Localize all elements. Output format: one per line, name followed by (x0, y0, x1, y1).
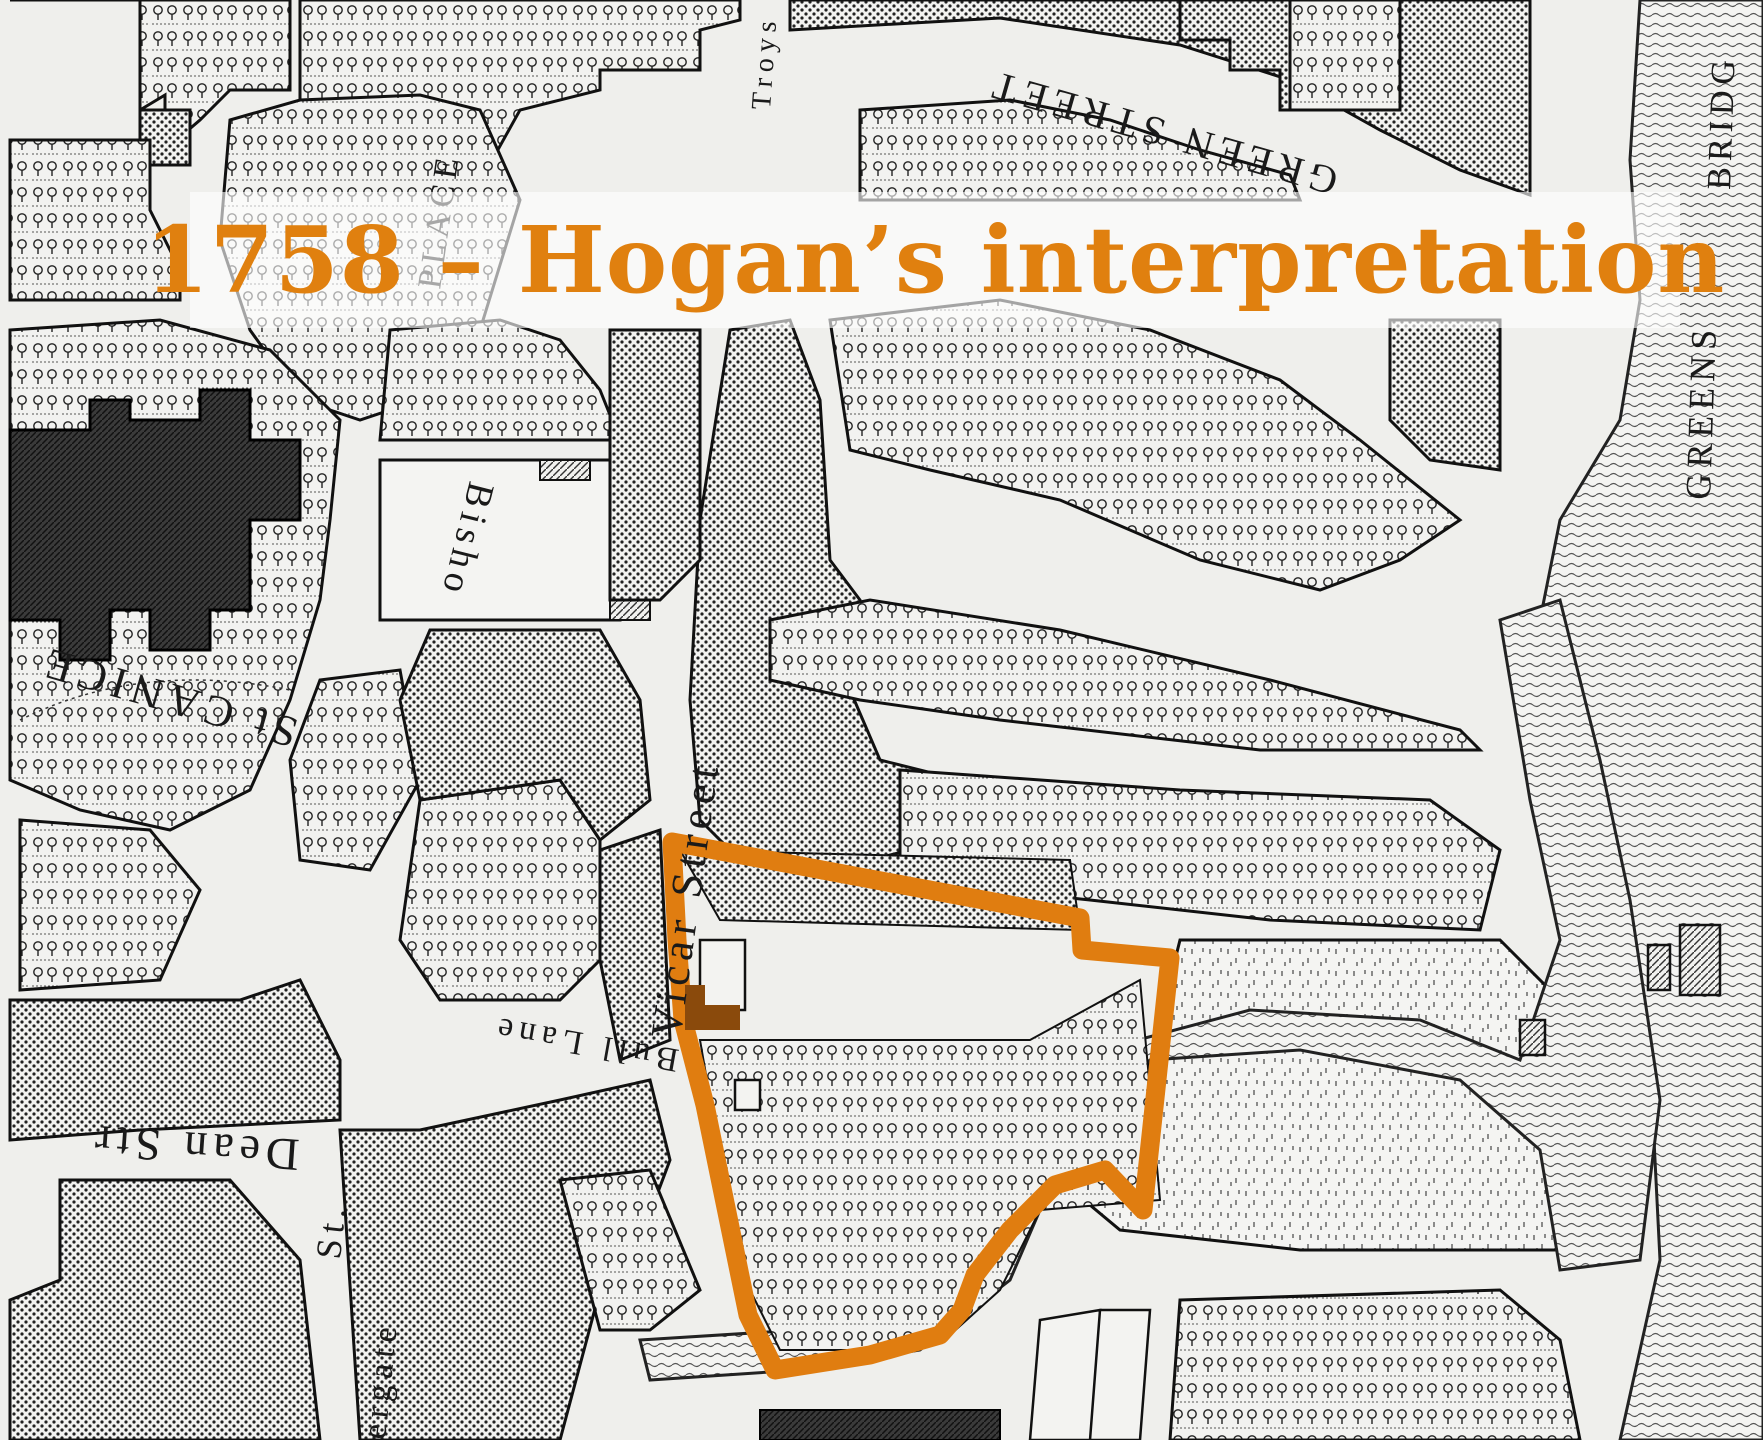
garden-block (398, 778, 602, 1002)
garden-block (1168, 1288, 1582, 1440)
building-block (608, 328, 702, 602)
building-outline (1028, 1308, 1152, 1440)
mill-building (1518, 1018, 1547, 1057)
garden-block (8, 138, 182, 302)
cathedral (8, 388, 302, 662)
palace-block (378, 458, 622, 622)
label-greens: GREENS (1678, 323, 1724, 500)
garden-block (1288, 0, 1402, 112)
building-block (598, 827, 672, 1063)
label-st: St. (308, 1200, 354, 1261)
garden-block (288, 668, 422, 872)
churchyard-path (19, 679, 291, 721)
building-block (398, 628, 652, 843)
hatched-building (759, 1409, 1001, 1440)
orchard (828, 298, 1463, 592)
site-building (733, 1078, 762, 1112)
building-block (8, 1178, 322, 1440)
garden-block (558, 1168, 702, 1332)
page-title: 1758 – Hogan’s interpretation (144, 206, 1726, 314)
building-block (8, 978, 342, 1142)
building-marker-icon (685, 985, 740, 1030)
orchard (768, 598, 1484, 752)
mill-building (1646, 923, 1722, 997)
label-bridge: BRIDG (1701, 53, 1743, 190)
label-troy: Troys (746, 14, 784, 110)
site-orchard (698, 978, 1162, 1351)
site-boundary-icon (662, 832, 1180, 1380)
site-building (698, 938, 747, 1012)
title-banner: 1758 – Hogan’s interpretation (145, 192, 1724, 328)
garden-block (18, 818, 202, 992)
